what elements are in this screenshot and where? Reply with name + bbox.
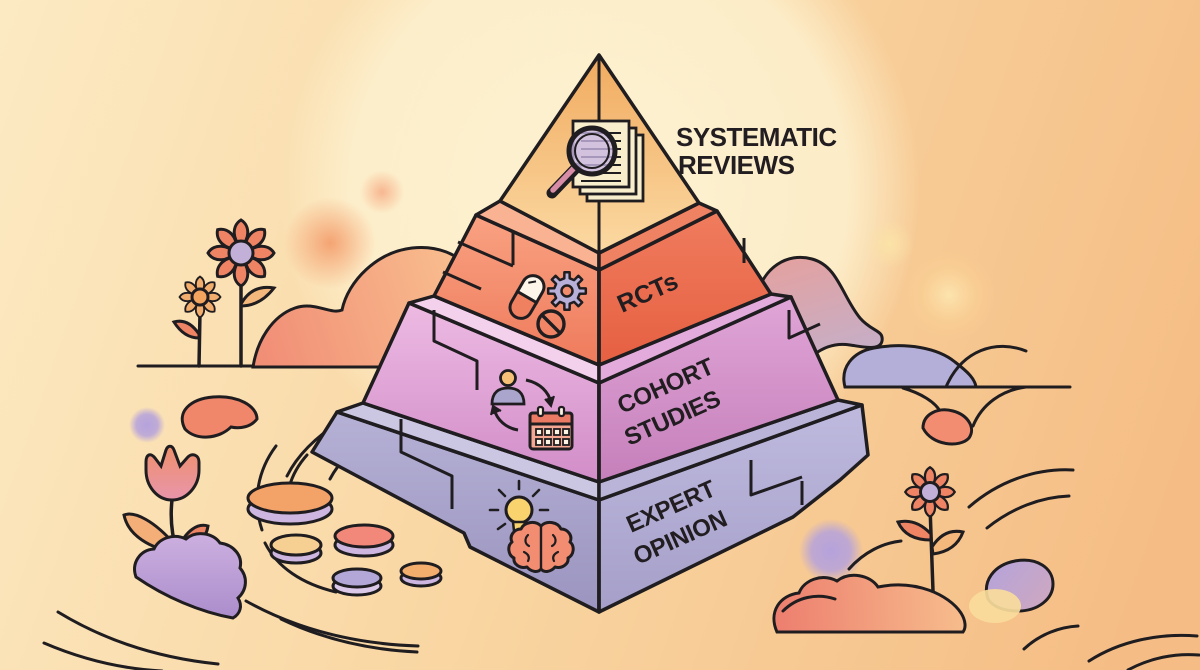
swoosh-lines-right	[847, 468, 1200, 670]
dune-lobe	[842, 344, 978, 389]
yellow-blob	[969, 589, 1021, 623]
cohort-icons	[490, 369, 574, 451]
cycle-arrows-icon	[490, 378, 555, 432]
pyramid	[310, 53, 870, 614]
gear-icon	[546, 270, 588, 312]
title-line-1: SYSTEMATIC	[676, 122, 837, 152]
flower-large-icon	[206, 218, 277, 368]
sun-glow	[903, 249, 995, 341]
mound-contour	[781, 594, 837, 613]
person-icon	[490, 369, 526, 406]
cohort-brick-seams	[432, 310, 821, 390]
flower-right-icon	[895, 465, 966, 593]
pebble-blob	[921, 408, 974, 446]
contour-arc-2	[971, 385, 1028, 428]
no-sign-icon	[536, 309, 566, 339]
expert-icons	[488, 479, 575, 573]
calendar-grid	[535, 428, 570, 446]
coral-droplet	[180, 395, 259, 439]
bottom-right-scenery	[772, 465, 1200, 670]
magnifier-documents-icon	[546, 119, 645, 203]
capsule-pill-icon	[508, 274, 546, 320]
purple-bush	[133, 532, 247, 620]
title-line-2: REVIEWS	[678, 150, 795, 180]
contour-arc-1	[944, 344, 1028, 389]
flower-small-icon	[171, 275, 222, 368]
rct-icons	[508, 270, 588, 339]
rct-brick-seams	[442, 232, 746, 291]
expert-brick-seams	[399, 419, 804, 509]
bottom-left-scenery	[122, 395, 443, 620]
brain-icon	[507, 520, 575, 573]
gradient-mound	[772, 573, 967, 634]
soft-blur-circles	[129, 170, 995, 583]
calendar-icon	[528, 405, 574, 451]
stepping-stones	[246, 481, 443, 597]
right-scenery	[755, 255, 1072, 446]
